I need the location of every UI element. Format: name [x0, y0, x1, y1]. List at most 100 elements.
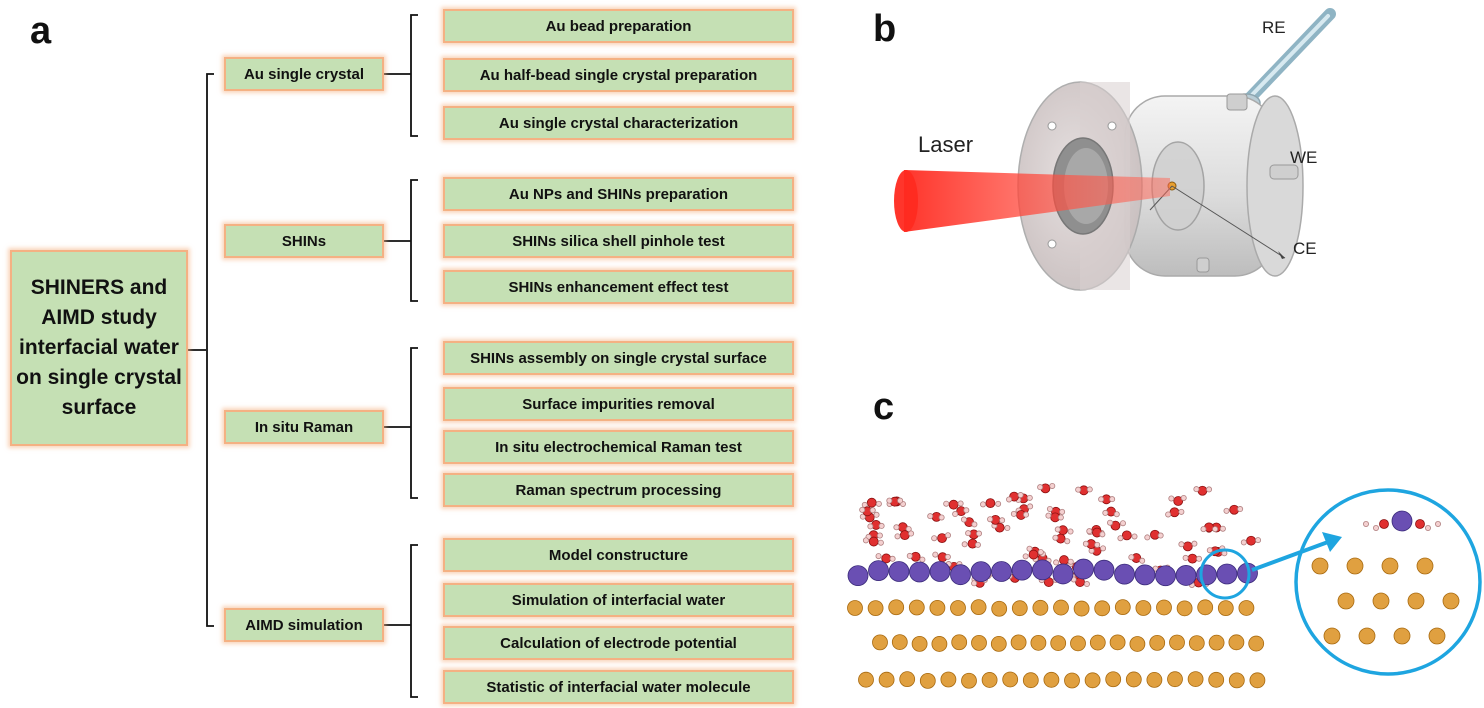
hydrogen-atom: [1099, 531, 1106, 538]
oxygen-atom: [1182, 541, 1193, 552]
gold-atom: [991, 600, 1008, 617]
gold-atom: [1073, 600, 1090, 617]
gold-atom: [891, 634, 908, 651]
category-shins: SHINs: [224, 224, 384, 258]
gold-atom: [1129, 636, 1146, 652]
step-shins-enhancement-test: SHINs enhancement effect test: [443, 270, 794, 304]
gold-atom: [1208, 634, 1225, 651]
hydrogen-atom: [1425, 525, 1432, 532]
hydrogen-atom: [867, 523, 874, 530]
gold-atom: [1070, 635, 1086, 652]
hydrogen-atom: [1193, 486, 1200, 493]
gold-atom: [1149, 634, 1166, 651]
gold-atom: [1358, 627, 1376, 645]
hydrogen-atom: [932, 551, 939, 558]
gold-atom: [1064, 672, 1080, 689]
gold-atom: [1248, 635, 1265, 652]
hydrogen-atom: [894, 533, 901, 540]
hydrogen-atom: [931, 535, 938, 542]
hydrogen-atom: [1168, 495, 1175, 502]
step-shins-assembly: SHINs assembly on single crystal surface: [443, 341, 794, 375]
hydrogen-atom: [987, 516, 994, 523]
gold-atom: [1337, 592, 1355, 610]
gold-atom: [981, 672, 998, 688]
oxygen-atom: [866, 497, 877, 508]
cation-atom: [1175, 565, 1197, 586]
step-statistic-interfacial-water: Statistic of interfacial water molecule: [443, 670, 794, 704]
gold-atom: [990, 636, 1007, 652]
hydrogen-atom: [1057, 514, 1064, 521]
hydrogen-atom: [1067, 528, 1074, 535]
hydrogen-atom: [1094, 541, 1101, 548]
gold-atom: [1346, 557, 1364, 575]
gold-atom: [1187, 671, 1204, 687]
hydrogen-atom: [859, 506, 866, 513]
gold-atom: [961, 672, 977, 689]
gold-atom: [1323, 627, 1341, 645]
cation-atom: [991, 561, 1012, 582]
cation-layer: [847, 558, 1258, 587]
re-label: RE: [1262, 18, 1286, 37]
hydrogen-atom: [965, 530, 972, 537]
hydrogen-atom: [960, 516, 967, 523]
step-calculation-electrode-potential: Calculation of electrode potential: [443, 626, 794, 660]
hydrogen-atom: [876, 532, 883, 539]
gold-atom: [940, 671, 957, 688]
gold-atom: [899, 671, 916, 688]
cation-atom: [847, 565, 869, 587]
cation-atom: [1155, 565, 1176, 587]
hydrogen-atom: [862, 537, 869, 544]
gold-atom: [1311, 557, 1329, 575]
hydrogen-atom: [1200, 526, 1207, 533]
hydrogen-atom: [889, 555, 896, 562]
hydrogen-atom: [1053, 559, 1060, 566]
hydrogen-atom: [859, 513, 866, 520]
oxygen-atom: [1059, 555, 1069, 565]
hydrogen-atom: [877, 539, 884, 546]
hydrogen-atom: [1022, 553, 1029, 560]
zoom-arrow: [1251, 540, 1329, 572]
hydrogen-atom: [1117, 535, 1124, 542]
gold-atom: [1372, 592, 1390, 610]
cation-atom: [868, 560, 889, 581]
hydrogen-atom: [1107, 519, 1114, 526]
hydrogen-atom: [905, 526, 912, 533]
gold-atom: [1176, 600, 1193, 617]
zoom-detail-circle: [1294, 488, 1482, 676]
category-in-situ-raman: In situ Raman: [224, 410, 384, 444]
hydrogen-atom: [1373, 525, 1380, 532]
hydrogen-atom: [878, 522, 885, 529]
hydrogen-atom: [957, 500, 964, 507]
hydrogen-atom: [875, 500, 882, 507]
hydrogen-atom: [1139, 557, 1146, 564]
hydrogen-atom: [944, 553, 951, 560]
gold-atom: [1030, 634, 1047, 651]
hydrogen-atom: [971, 580, 978, 587]
hydrogen-atom: [1180, 494, 1187, 501]
root-box: SHINERS and AIMD study interfacial water…: [10, 250, 188, 446]
hydrogen-atom: [893, 524, 900, 531]
hydrogen-atom: [1435, 521, 1442, 528]
gold-atom: [931, 636, 948, 652]
gold-atom: [1114, 599, 1131, 616]
flowchart-connectors: [188, 14, 418, 698]
hydrogen-atom: [1196, 555, 1203, 562]
cation-atom: [1114, 563, 1135, 585]
gold-atom: [1197, 599, 1214, 616]
hydrogen-atom: [1023, 511, 1030, 518]
category-aimd-simulation: AIMD simulation: [224, 608, 384, 642]
gold-atom: [1416, 557, 1434, 575]
gold-atom: [929, 599, 946, 616]
oxygen-atom: [1197, 485, 1208, 496]
cation-atom: [1196, 564, 1217, 586]
step-simulation-interfacial-water: Simulation of interfacial water: [443, 583, 794, 617]
hydrogen-atom: [976, 530, 983, 537]
hydrogen-atom: [999, 517, 1006, 524]
hydrogen-atom: [1067, 558, 1074, 565]
gold-atom: [878, 671, 895, 688]
hydrogen-atom: [1006, 496, 1013, 503]
gold-slab: [847, 599, 1266, 689]
panel-label-c: c: [873, 386, 895, 428]
gold-atom: [1407, 592, 1425, 610]
hydrogen-atom: [938, 514, 945, 521]
